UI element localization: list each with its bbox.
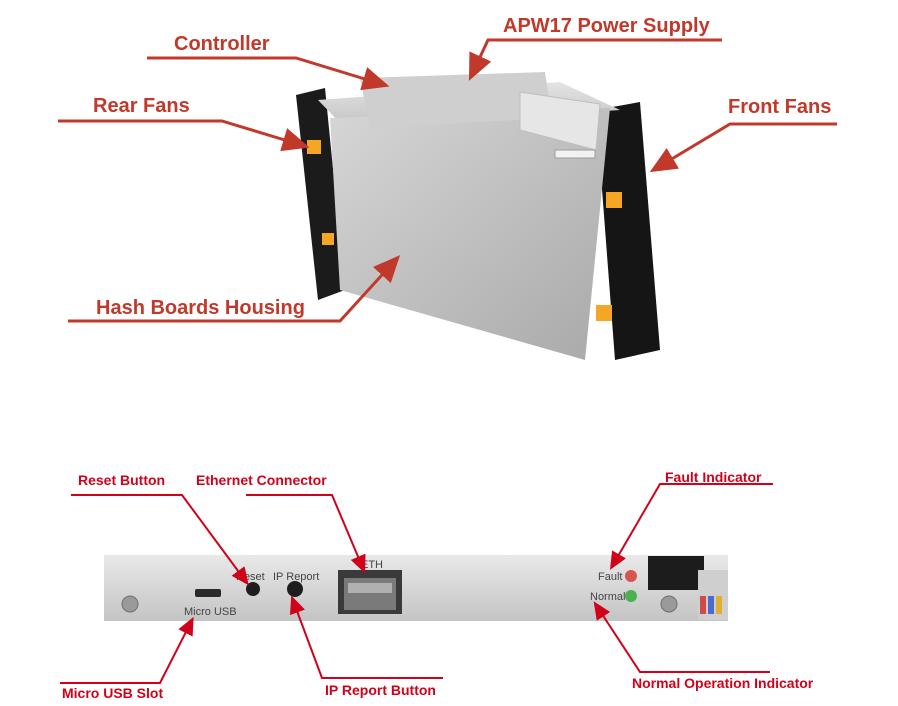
ip-report-button-hole [287, 581, 303, 597]
controller-leader-line [147, 56, 390, 91]
power-supply-label: APW17 Power Supply [503, 15, 711, 37]
ethernet-port-inner [344, 578, 396, 610]
serial-sticker [554, 149, 596, 159]
front-fan-block [596, 102, 660, 360]
normal-leader-line [593, 601, 770, 673]
front-fans-label: Front Fans [728, 96, 831, 118]
rear-fans-label: Rear Fans [93, 95, 190, 117]
front-fans-leader-line [649, 122, 837, 173]
top-callouts [58, 38, 837, 323]
micro-usb-leader-line [60, 616, 194, 684]
hash-boards-label: Hash Boards Housing [96, 297, 305, 319]
micro-usb-port [195, 589, 221, 597]
fault-indicator-label: Fault Indicator [665, 469, 762, 485]
power-cable [648, 556, 704, 590]
power-supply-fins [519, 91, 601, 151]
fault-leader-line [609, 483, 773, 570]
hash-boards-leader-line [68, 255, 401, 323]
ethernet-connector-label: Ethernet Connector [196, 472, 327, 488]
ethernet-leader-line [246, 494, 366, 574]
ip-report-leader-line [290, 595, 443, 679]
normal-operation-indicator-label: Normal Operation Indicator [632, 675, 814, 691]
panel-text-ip-report: IP Report [273, 571, 319, 583]
ethernet-pins [348, 583, 392, 593]
panel-text-micro-usb: Micro USB [184, 606, 237, 618]
controller-label: Controller [174, 33, 270, 55]
panel-text-normal: Normal [590, 591, 625, 603]
warning-sticker-icon [322, 233, 334, 245]
wire-red [700, 596, 706, 614]
wire-blue [708, 596, 714, 614]
warning-sticker-icon [596, 305, 612, 321]
panel-text-fault: Fault [598, 571, 622, 583]
power-supply-leader-line [468, 38, 722, 81]
miner-illustration [296, 72, 660, 360]
screw-icon [121, 595, 139, 613]
reset-leader-line [71, 494, 249, 586]
reset-button-hole [246, 582, 260, 596]
bottom-callouts [60, 483, 773, 684]
normal-led-icon [625, 590, 637, 602]
panel-text-eth: ETH [361, 559, 383, 571]
hash-board-housing-panel [330, 108, 610, 360]
warning-sticker-icon [307, 140, 321, 154]
reset-button-label: Reset Button [78, 472, 165, 488]
wire-yellow [716, 596, 722, 614]
warning-sticker-icon [606, 192, 622, 208]
fault-led-icon [625, 570, 637, 582]
ip-report-button-label: IP Report Button [325, 682, 436, 698]
micro-usb-slot-label: Micro USB Slot [62, 685, 163, 701]
screw-icon [660, 595, 678, 613]
controller-block [360, 72, 552, 128]
rear-fans-leader-line [58, 119, 310, 152]
